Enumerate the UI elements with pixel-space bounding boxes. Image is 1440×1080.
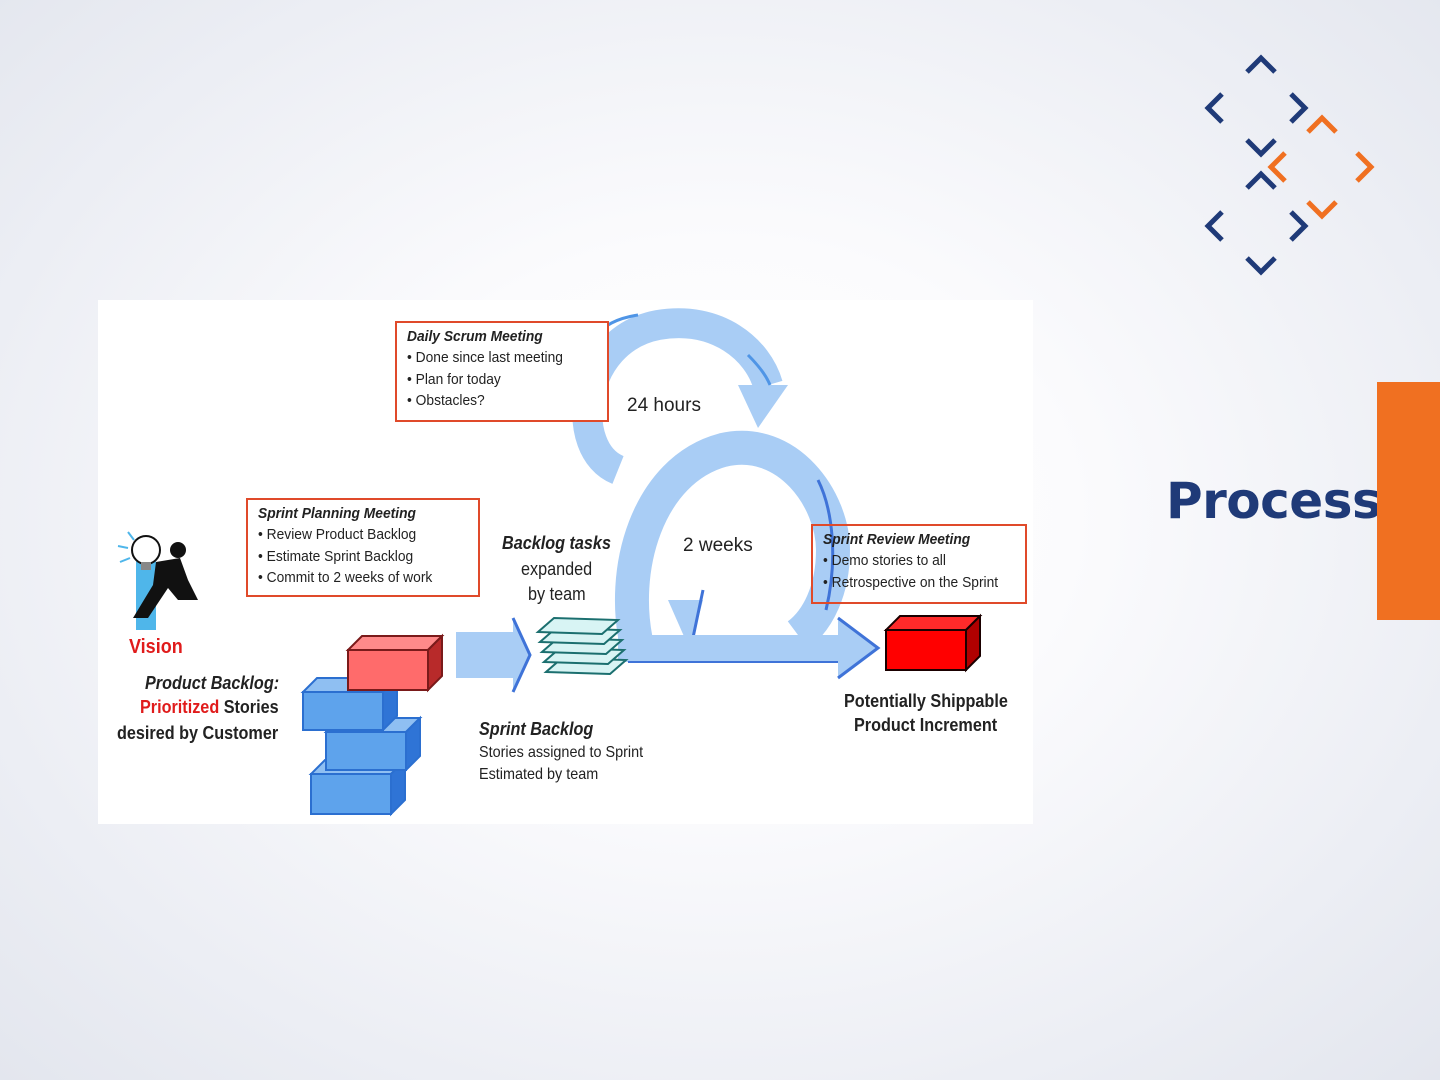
product-backlog-stories: Stories — [219, 697, 279, 717]
product-backlog-title: Product Backlog: — [145, 673, 280, 693]
sprint-review-item: • Demo stories to all — [823, 552, 946, 569]
vision-label: Vision — [129, 636, 183, 658]
daily-cycle-label: 24 hours — [627, 395, 701, 416]
flow-arrow-sprint — [456, 618, 530, 692]
sprint-backlog-title: Sprint Backlog — [479, 719, 594, 739]
diagram-graphics — [117, 308, 983, 817]
sprint-planning-item: • Commit to 2 weeks of work — [258, 569, 433, 586]
sprint-cycle-label: 2 weeks — [683, 535, 753, 556]
product-backlog-blocks — [300, 633, 445, 817]
sprint-review-box: Sprint Review Meeting • Demo stories to … — [811, 524, 1027, 604]
sprint-planning-item: • Estimate Sprint Backlog — [258, 547, 414, 565]
vision-figure-icon — [117, 531, 198, 630]
chevron-logo-icon — [1204, 54, 1375, 276]
product-backlog-line: Prioritized Stories — [140, 697, 279, 718]
sprint-backlog-stack — [535, 616, 629, 676]
daily-cycle-arrowhead — [738, 385, 788, 428]
flow-arrow-increment — [618, 618, 878, 678]
prioritized-highlight: Prioritized — [140, 697, 220, 717]
sprint-cycle-arrowhead — [668, 600, 703, 650]
sprint-review-heading: Sprint Review Meeting — [823, 531, 971, 548]
daily-scrum-item: • Obstacles? — [407, 392, 485, 409]
daily-scrum-item: • Done since last meeting — [407, 349, 563, 366]
sprint-planning-item: • Review Product Backlog — [258, 526, 417, 543]
backlog-tasks-line: by team — [528, 584, 586, 604]
daily-scrum-box: Daily Scrum Meeting • Done since last me… — [395, 321, 609, 422]
scrum-process-diagram: Daily Scrum Meeting • Done since last me… — [98, 300, 1033, 824]
accent-bar — [1377, 382, 1440, 620]
daily-scrum-item: • Plan for today — [407, 370, 501, 388]
backlog-tasks-title: Backlog tasks — [502, 533, 611, 553]
sprint-backlog-line: Stories assigned to Sprint — [479, 744, 644, 761]
sprint-planning-heading: Sprint Planning Meeting — [258, 505, 416, 522]
increment-label: Potentially Shippable — [844, 691, 1008, 711]
sprint-cycle-arrow — [615, 430, 851, 655]
increment-label: Product Increment — [854, 715, 998, 735]
product-backlog-line: desired by Customer — [117, 723, 279, 743]
sprint-backlog-line: Estimated by team — [479, 766, 599, 783]
product-increment-block — [883, 613, 983, 673]
sprint-planning-box: Sprint Planning Meeting • Review Product… — [246, 498, 480, 597]
slide-title: Process — [1166, 472, 1382, 530]
sprint-review-item: • Retrospective on the Sprint — [823, 573, 999, 591]
daily-cycle-arrow — [572, 308, 783, 484]
daily-scrum-heading: Daily Scrum Meeting — [407, 328, 543, 345]
backlog-tasks-line: expanded — [521, 559, 593, 579]
